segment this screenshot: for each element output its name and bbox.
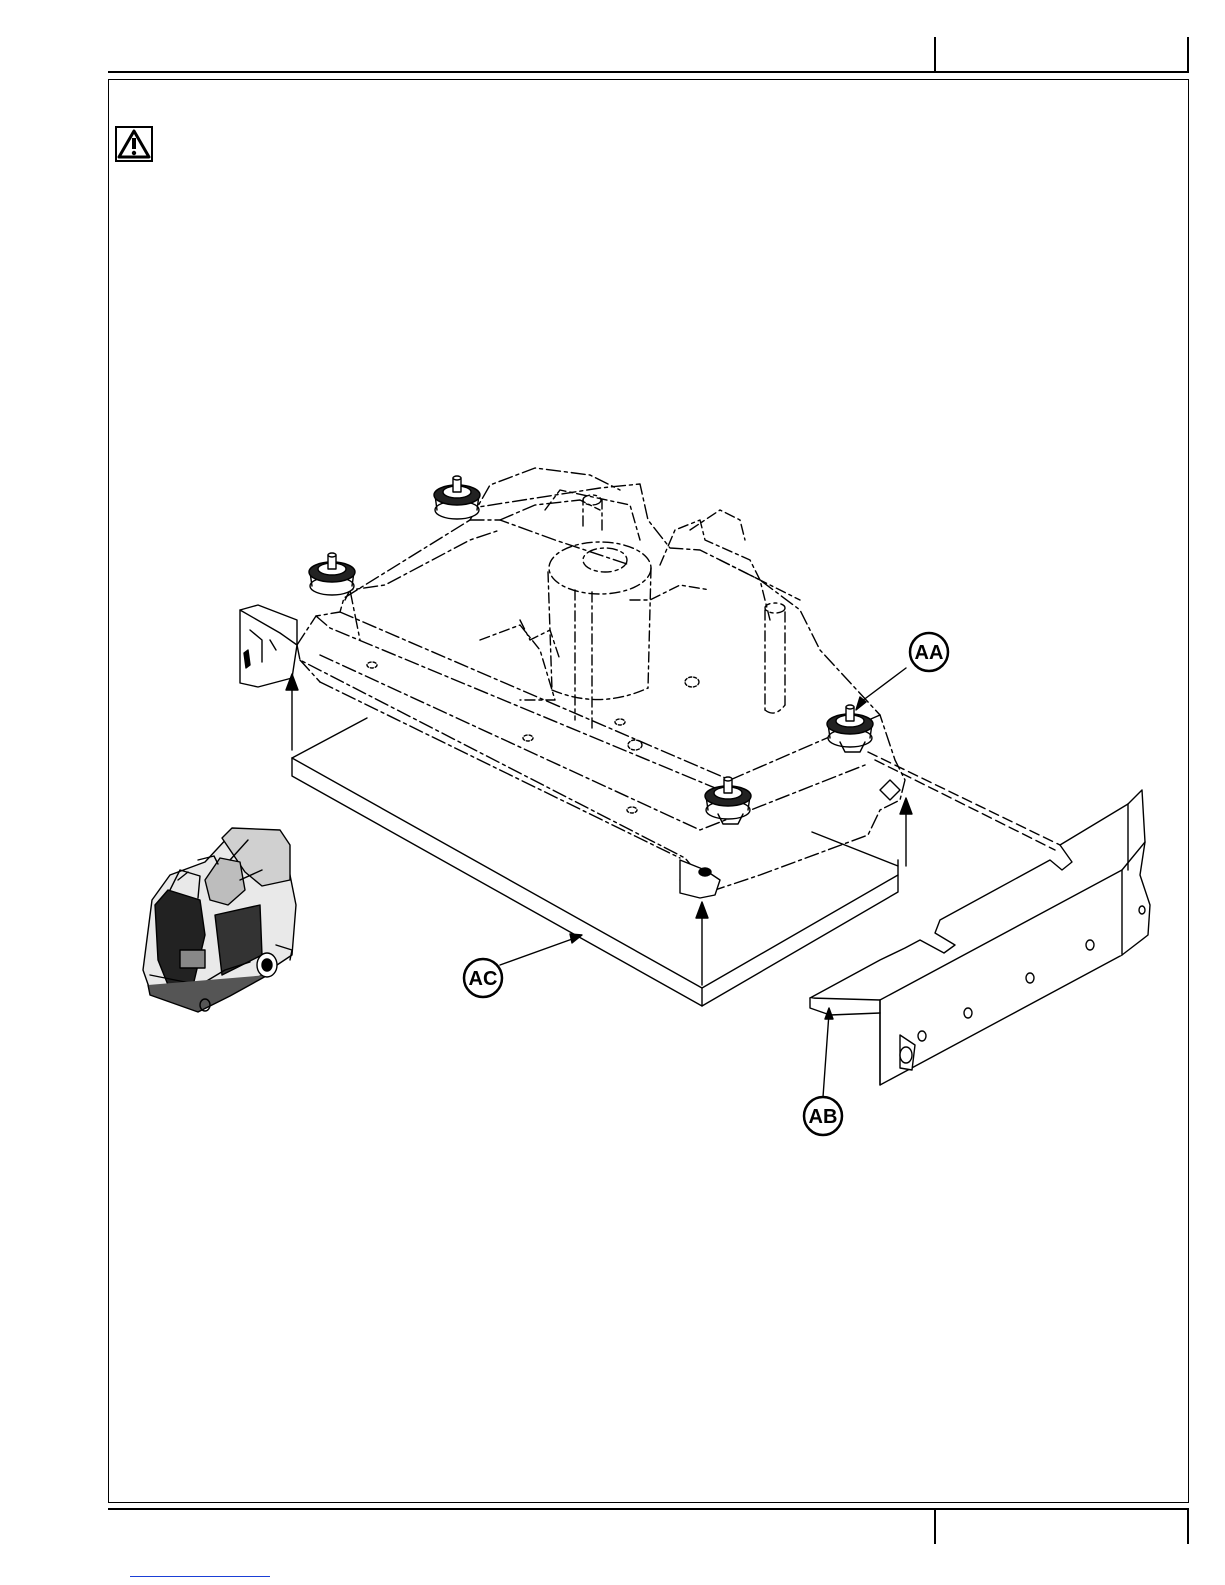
footer-divider-right	[1187, 1510, 1189, 1544]
pad-ac-slab	[292, 718, 898, 1006]
knob-aa	[827, 705, 873, 752]
callout-ab-label: AB	[809, 1106, 838, 1128]
knob-front-right	[705, 777, 751, 824]
callout-ab: AB	[804, 1097, 842, 1135]
knob-front-left	[309, 553, 355, 595]
callout-ac: AC	[464, 959, 502, 997]
callout-ac-label: AC	[469, 968, 498, 990]
side-skirt-ab	[810, 790, 1150, 1085]
knob-back-left	[434, 476, 480, 519]
footer-divider	[934, 1510, 936, 1544]
deck-plate-phantom	[297, 468, 905, 895]
callout-aa-label: AA	[915, 642, 944, 664]
footer-rule	[108, 1508, 1189, 1510]
ride-on-scrubber-thumbnail-icon	[143, 828, 296, 1012]
hyperlink-underline[interactable]	[130, 1576, 270, 1577]
callout-aa: AA	[910, 633, 948, 671]
